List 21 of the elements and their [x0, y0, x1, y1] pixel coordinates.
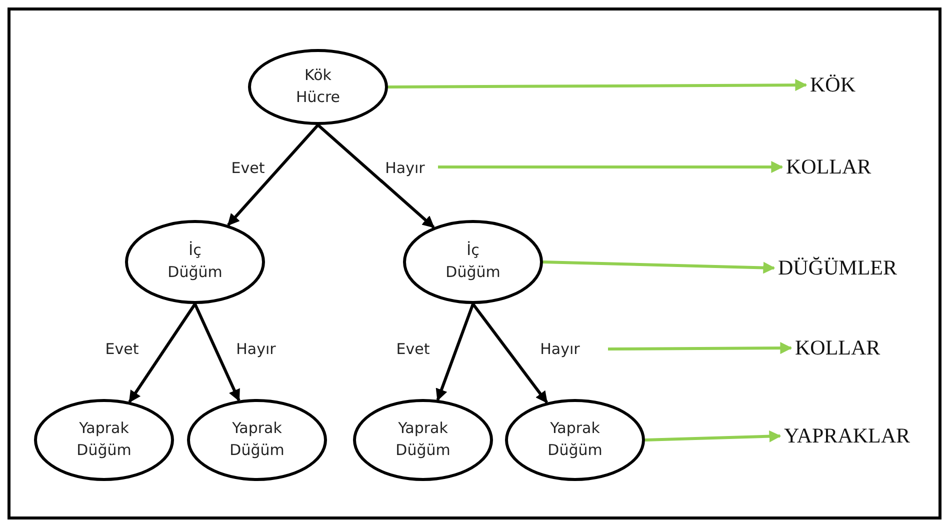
ellipse-node: Kök Hücre — [248, 49, 388, 125]
arrow — [317, 124, 435, 228]
ellipse-node: İç Düğüm — [125, 220, 265, 304]
arrow — [438, 161, 784, 173]
level-label: DÜĞÜMLER — [778, 256, 897, 280]
level-label: YAPRAKLAR — [784, 424, 910, 448]
arrow — [608, 342, 792, 354]
ellipse-node: Yaprak Düğüm — [34, 399, 174, 481]
arrow — [388, 79, 808, 92]
arrow — [227, 124, 320, 226]
ellipse-node: Yaprak Düğüm — [353, 399, 493, 481]
ellipse-node: Yaprak Düğüm — [187, 399, 327, 481]
level-label: KOLLAR — [786, 154, 872, 180]
level-label: KÖK — [810, 72, 856, 98]
arrow — [644, 430, 782, 442]
arrow — [542, 260, 776, 274]
ellipse-node: Yaprak Düğüm — [505, 399, 645, 481]
arrow — [436, 303, 474, 402]
ellipse-node: İç Düğüm — [403, 220, 543, 304]
level-label: KOLLAR — [795, 336, 880, 360]
arrow — [194, 303, 240, 402]
